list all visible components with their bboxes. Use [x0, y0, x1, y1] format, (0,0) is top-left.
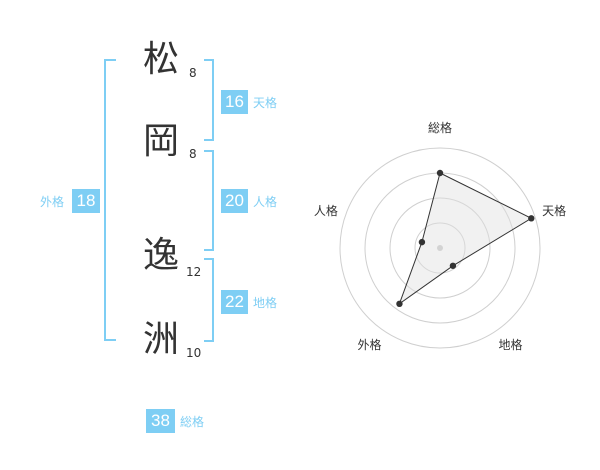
radar-ring-4: [339, 147, 541, 349]
radar-ring-2: [389, 197, 491, 299]
jinkaku-value-badge: 20: [221, 189, 248, 213]
radar-axis-label-5: 人格: [314, 203, 338, 218]
stroke-count-1: 8: [189, 66, 197, 80]
gaikaku-value-badge: 18: [72, 189, 100, 213]
radar-point-4: [396, 300, 403, 308]
gaikaku-label: 外格: [40, 195, 65, 209]
stroke-count-3: 12: [186, 265, 202, 279]
name-char-3: 逸: [143, 235, 180, 276]
radar-point-2: [528, 215, 535, 222]
radar-point-5: [418, 238, 426, 246]
chikaku-value-badge: 22: [221, 290, 248, 314]
radar-axis-label-1: 総格: [428, 120, 452, 135]
tenkaku-label: 天格: [253, 96, 278, 110]
tenkaku-bracket: [204, 59, 214, 141]
stroke-count-2: 8: [189, 147, 197, 161]
radar-area: [398, 172, 533, 306]
jinkaku-bracket: [204, 150, 214, 251]
chikaku-label: 地格: [253, 296, 278, 310]
radar-axis-label-3: 地格: [498, 337, 522, 352]
gaikaku-bracket: [104, 59, 116, 341]
tenkaku-value-badge: 16: [221, 90, 248, 114]
radar-axis-label-4: 外格: [357, 337, 381, 352]
radar-point-1: [436, 169, 444, 177]
stroke-count-4: 10: [186, 346, 202, 360]
radar-point-3: [449, 262, 457, 269]
jinkaku-label: 人格: [253, 195, 278, 209]
radar-axis-label-2: 天格: [542, 203, 566, 218]
soukaku-value-badge: 38: [146, 409, 175, 433]
soukaku-label: 総格: [180, 415, 205, 429]
name-char-1: 松: [143, 39, 180, 80]
chikaku-bracket: [204, 258, 214, 342]
name-char-4: 洲: [143, 319, 180, 360]
radar-ring-1: [414, 222, 466, 274]
radar-center-dot: [437, 245, 443, 251]
name-char-2: 岡: [143, 121, 180, 162]
